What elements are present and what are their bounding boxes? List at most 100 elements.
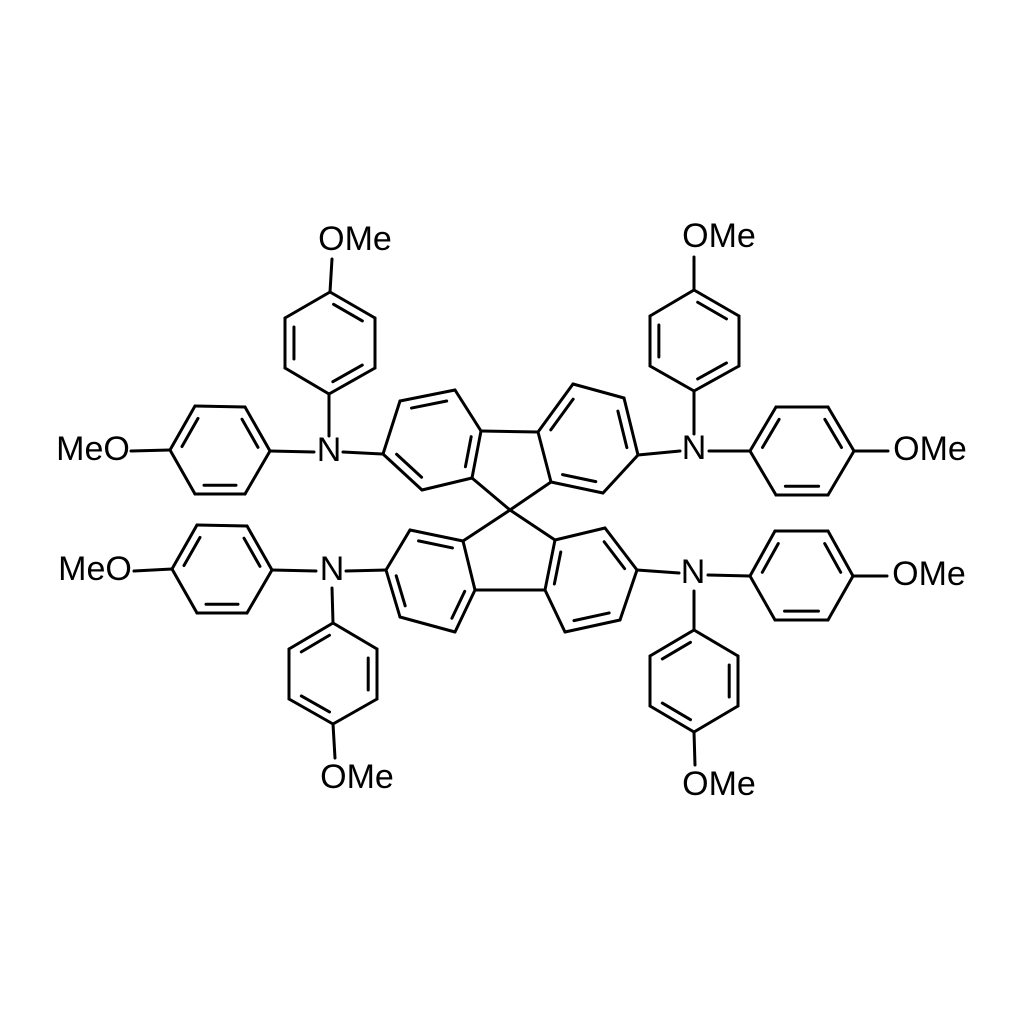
anisyl-ring-ul-left-double-0 [240, 417, 260, 449]
fluorene-upper-left-ring-bond-5 [453, 388, 483, 433]
anisyl-ring-ur-right-bond-3 [826, 449, 856, 497]
n-atom-upper-left: N [317, 431, 342, 469]
anisyl-ring-lr-right-double-2 [823, 542, 843, 574]
n-atom-lower-left: N [320, 550, 345, 588]
fluorene-upper-right-ring-bond-2 [601, 453, 640, 495]
anisyl-ring-lr-right-double-0 [760, 542, 780, 574]
fluorene-upper-left-ring-bond-2 [381, 452, 424, 492]
fluorene-upper-right-ring-bond-3 [622, 396, 640, 457]
anisyl-ring-ul-up-bond-0 [283, 366, 331, 396]
anisyl-ring-ur-right-double-0 [760, 417, 781, 449]
anisyl-ring-ll-down-bond-0 [331, 621, 379, 651]
fluorene-lower-right-ring-bond-2 [618, 568, 639, 622]
fluorene-upper-left-ring-bond-0 [398, 388, 457, 403]
anisyl-ring-lr-down-bond-3 [648, 704, 696, 734]
methoxy-label-right-upper: OMe [893, 430, 967, 468]
anisyl-ring-lr-right-bond-2 [826, 529, 855, 578]
fluorene-upper-left-ring-bond-4 [470, 429, 483, 480]
bond-core-n-upper-right [636, 449, 682, 457]
anisyl-ring-ur-up-double-5 [696, 361, 728, 381]
anisyl-ring-lr-right-bond-3 [826, 574, 855, 622]
fluorene-upper-right-ring-bond-0 [536, 430, 553, 484]
anisyl-ring-ul-up-bond-5 [327, 366, 377, 396]
fluorene-lower-spiro-left [461, 508, 512, 543]
anisyl-ring-ll-left-double-0 [242, 536, 262, 568]
bond-n-lr-right [706, 573, 752, 578]
fluorene-upper-right-ring-bond-4 [571, 382, 626, 400]
bond-lines [129, 255, 890, 767]
anisyl-ring-ur-up-bond-3 [692, 288, 741, 318]
anisyl-ring-ll-left-bond-1 [195, 523, 249, 528]
anisyl-ring-ll-left-bond-5 [245, 568, 274, 615]
fluorene-lower-left-ring-bond-4 [453, 588, 477, 634]
bond-ome-ul-left [129, 448, 172, 453]
anisyl-ring-lr-down-double-3 [660, 701, 692, 722]
anisyl-ring-ul-up-bond-3 [328, 290, 377, 320]
fluorene-upper-right-ring-double-3 [616, 409, 629, 450]
anisyl-ring-ll-down-double-3 [299, 694, 331, 714]
bond-ome-ll-left [132, 567, 174, 573]
fluorene-lower-left-ring-double-2 [394, 574, 407, 608]
fluorene-lower-right-ring-bond-3 [603, 526, 639, 572]
anisyl-ring-ul-left-bond-1 [193, 404, 247, 409]
methoxy-label-left-lower: MeO [58, 550, 132, 588]
fluorene-lower-left-ring-bond-0 [408, 528, 465, 543]
fluorene-lower-right-ring-bond-4 [553, 526, 607, 542]
anisyl-ring-ur-up-bond-0 [648, 364, 696, 393]
fluorene-upper-left-ring-double-0 [410, 399, 449, 410]
fluorene-lower-left-ring-bond-3 [398, 615, 457, 634]
anisyl-ring-ur-right-double-2 [823, 417, 844, 449]
bond-n-ul-left [268, 449, 316, 454]
n-atom-lower-right: N [681, 553, 706, 591]
n-atom-upper-right: N [682, 429, 707, 467]
anisyl-ring-lr-down-double-5 [660, 640, 692, 661]
anisyl-ring-lr-down-bond-5 [648, 628, 696, 658]
methoxy-label-left-upper: MeO [56, 430, 130, 468]
anisyl-ring-ul-left-double-2 [180, 416, 200, 449]
bond-n-ll-down [330, 586, 335, 625]
anisyl-ring-ll-left-bond-2 [170, 523, 199, 571]
bond-n-ll-left [270, 568, 318, 573]
methoxy-label-right-lower: OMe [892, 555, 966, 593]
anisyl-ring-ur-up-bond-2 [648, 288, 696, 318]
anisyl-ring-ll-left-bond-3 [170, 567, 199, 615]
fluorene-lower-left-ring-double-0 [417, 539, 454, 550]
methoxy-label-bottom-left: OMe [320, 758, 394, 796]
fluorene-lower-right-ring-double-3 [602, 540, 627, 571]
anisyl-ring-ur-up-double-3 [696, 300, 728, 321]
fluorene-upper-biaryl-bond [479, 429, 540, 434]
bond-core-n-upper-left [341, 450, 385, 456]
anisyl-ring-ul-left-bond-5 [243, 449, 272, 496]
anisyl-ring-ur-right-bond-0 [748, 405, 778, 453]
fluorene-upper-spiro-right [508, 480, 553, 512]
fluorene-upper-left-ring-double-2 [395, 452, 424, 479]
anisyl-ring-ll-left-bond-0 [245, 524, 274, 572]
anisyl-ring-lr-right-bond-5 [748, 574, 777, 622]
anisyl-ring-ll-left-double-2 [182, 535, 202, 568]
anisyl-ring-ll-down-bond-2 [331, 697, 379, 726]
anisyl-ring-ur-up-bond-5 [692, 364, 741, 393]
fluorene-upper-spiro-left [470, 476, 512, 512]
bond-core-n-lower-right [635, 568, 681, 575]
bond-ome-ll-down [331, 722, 337, 760]
anisyl-ring-lr-down-bond-0 [692, 628, 740, 658]
anisyl-ring-ur-right-bond-2 [826, 405, 856, 453]
fluorene-lower-right-ring-bond-0 [543, 588, 567, 634]
anisyl-ring-ul-up-double-3 [332, 302, 364, 323]
anisyl-ring-ur-right-bond-5 [748, 449, 778, 497]
fluorene-upper-right-ring-double-1 [561, 473, 598, 484]
methoxy-label-top-right: OMe [682, 217, 756, 255]
fluorene-lower-right-ring-double-5 [552, 550, 563, 586]
fluorene-lower-left-ring-bond-5 [461, 539, 477, 592]
methoxy-label-top-left: OMe [318, 220, 392, 258]
methoxy-label-bottom-right: OMe [682, 765, 756, 803]
fluorene-lower-right-ring-bond-5 [543, 538, 557, 592]
fluorene-upper-left-ring-double-4 [463, 435, 473, 469]
anisyl-ring-ll-down-bond-5 [287, 621, 335, 651]
fluorene-lower-spiro-right [508, 508, 557, 542]
bond-ome-lr-down [692, 730, 697, 767]
anisyl-ring-ul-up-double-5 [331, 363, 364, 384]
anisyl-ring-ul-up-bond-2 [283, 290, 332, 320]
fluorene-upper-right-ring-bond-1 [549, 480, 605, 495]
